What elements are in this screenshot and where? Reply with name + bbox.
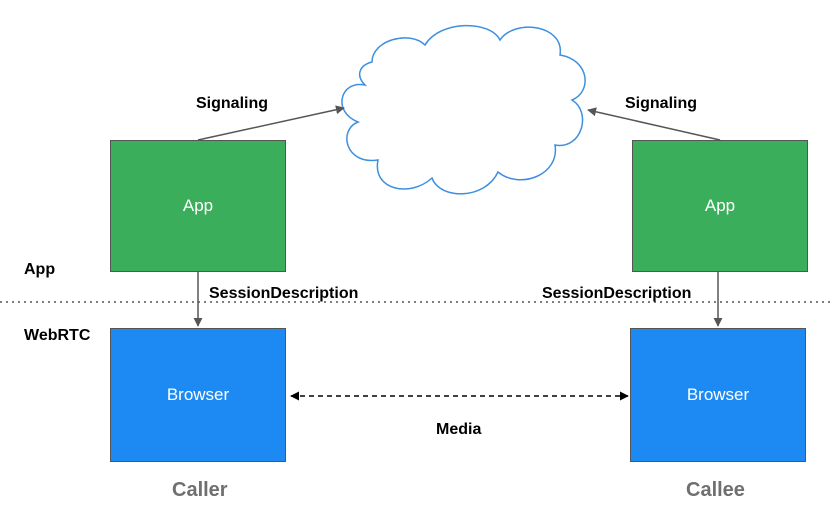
caller-app-box-label: App bbox=[182, 196, 214, 215]
signaling-cloud bbox=[341, 24, 586, 195]
caller-role-label: Caller bbox=[172, 479, 228, 501]
callee-browser-box: Browser bbox=[630, 328, 806, 462]
app-layer-label: App bbox=[24, 261, 56, 278]
webrtc-layer-label: WebRTC bbox=[24, 327, 91, 344]
callee-signaling-arrow bbox=[587, 107, 721, 141]
callee-browser-box-label: Browser bbox=[686, 385, 750, 404]
caller-browser-box: Browser bbox=[110, 328, 286, 462]
caller-signaling-arrow bbox=[197, 105, 345, 141]
caller-app-box: App bbox=[110, 140, 286, 272]
callee-app-box-label: App bbox=[704, 196, 736, 215]
caller-signaling-label: Signaling bbox=[196, 95, 268, 112]
media-label: Media bbox=[436, 421, 482, 438]
callee-role-label: Callee bbox=[686, 479, 745, 501]
callee-app-box: App bbox=[632, 140, 808, 272]
callee-signaling-label: Signaling bbox=[625, 95, 697, 112]
caller-browser-box-label: Browser bbox=[166, 385, 230, 404]
callee-session-description-label: SessionDescription bbox=[542, 285, 692, 302]
caller-session-description-label: SessionDescription bbox=[209, 285, 359, 302]
